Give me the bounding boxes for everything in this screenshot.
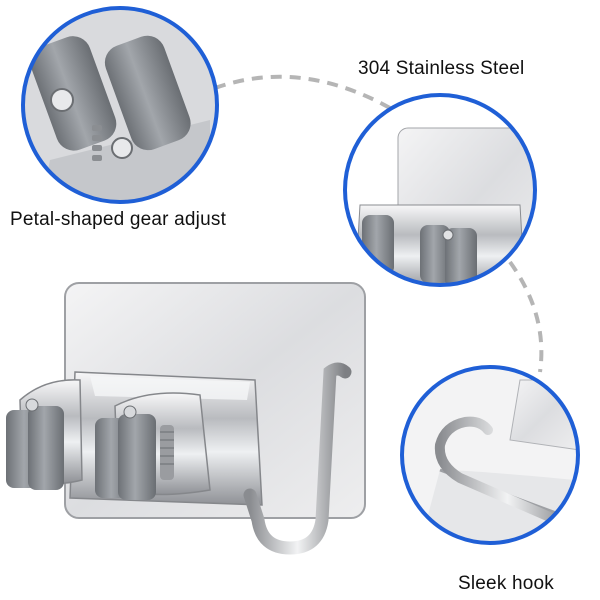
dashed-connector-top: [214, 74, 391, 110]
dashed-connector-right: [508, 260, 544, 373]
steel-hook: [243, 362, 352, 555]
label-gear-adjust: Petal-shaped gear adjust: [10, 209, 227, 230]
middle-roller: [95, 405, 174, 500]
label-stainless-steel: 304 Stainless Steel: [358, 58, 525, 79]
detail-circle-hook: [400, 365, 580, 545]
detail-circle-gear: [21, 6, 219, 204]
detail-circle-steel: [343, 93, 537, 287]
left-roller: [6, 398, 64, 490]
mop-holder-product: [6, 282, 366, 555]
label-sleek-hook: Sleek hook: [458, 573, 555, 594]
hook-closeup: [434, 416, 578, 533]
